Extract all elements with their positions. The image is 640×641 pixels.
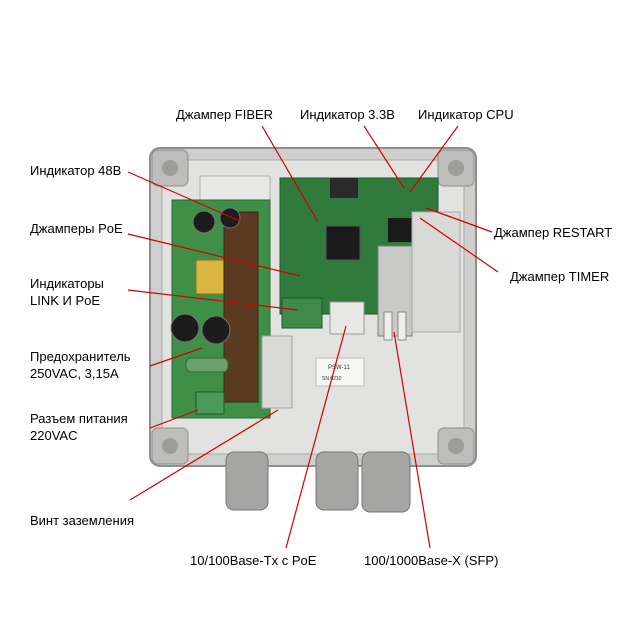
capacitor-4 [201,315,231,345]
leader-basetx [285,325,347,549]
transformer [195,259,229,295]
metal-bracket [199,175,271,205]
leader-cpu [409,125,459,193]
leader-lines [127,125,499,549]
leader-fuse [149,347,203,367]
fuse-holder [185,357,229,373]
label-link-poe-line1: Индикаторы [30,276,104,291]
leader-timer [419,217,499,273]
inductor [330,178,358,198]
side-bracket [411,211,461,333]
label-timer-jumper: Джампер TIMER [510,269,610,284]
label-base-tx: 10/100Base-Tx с PoE [190,553,317,568]
capacitor-1 [192,210,216,234]
leader-sfp [393,331,431,549]
ic-small [388,218,412,242]
label-power-line1: Разъем питания [30,411,128,426]
label-ground-screw: Винт заземления [30,513,134,528]
metal-plate [261,335,293,409]
corner-screw-tr [448,160,464,176]
cable-gland-2 [315,451,359,511]
power-terminal [195,391,225,415]
sfp-tab-1 [383,311,393,341]
label-link-poe-line2: LINK И PoE [30,293,101,308]
sfp-tab-2 [397,311,407,341]
label-restart-jumper: Джампер RESTART [494,225,613,240]
label-power-line2: 220VAC [30,428,78,443]
cable-gland-3 [361,451,411,513]
ethernet-port [329,301,365,335]
label-indicator-cpu: Индикатор CPU [418,107,514,122]
led-panel [281,297,323,329]
sticker-line1: PSW-11 [328,365,350,371]
capacitor-3 [170,313,200,343]
corner-screw-br [448,438,464,454]
leader-poe [127,233,301,277]
leader-restart [425,207,493,233]
leader-fiber [261,125,319,223]
leader-48 [127,171,243,223]
sfp-cage [377,245,413,337]
label-indicator-48v: Индикатор 48В [30,163,122,178]
label-sfp: 100/1000Base-X (SFP) [364,553,499,568]
cable-gland-1 [225,451,269,511]
product-sticker [315,357,365,387]
label-indicator-33v: Индикатор 3.3В [300,107,395,122]
label-fuse-line1: Предохранитель [30,349,131,364]
label-fuse-line2: 250VAC, 3,15A [30,366,119,381]
label-poe-jumpers: Джамперы PoE [30,221,123,236]
leader-link [127,289,299,311]
corner-screw-bl [162,438,178,454]
cpu-chip [325,225,361,261]
corner-screw-tl [162,160,178,176]
leader-power [149,409,199,429]
capacitor-2 [219,207,241,229]
leader-ground [129,409,279,501]
power-heatsink [223,211,259,403]
label-fiber-jumper: Джампер FIBER [176,107,274,122]
leader-33 [363,125,405,189]
